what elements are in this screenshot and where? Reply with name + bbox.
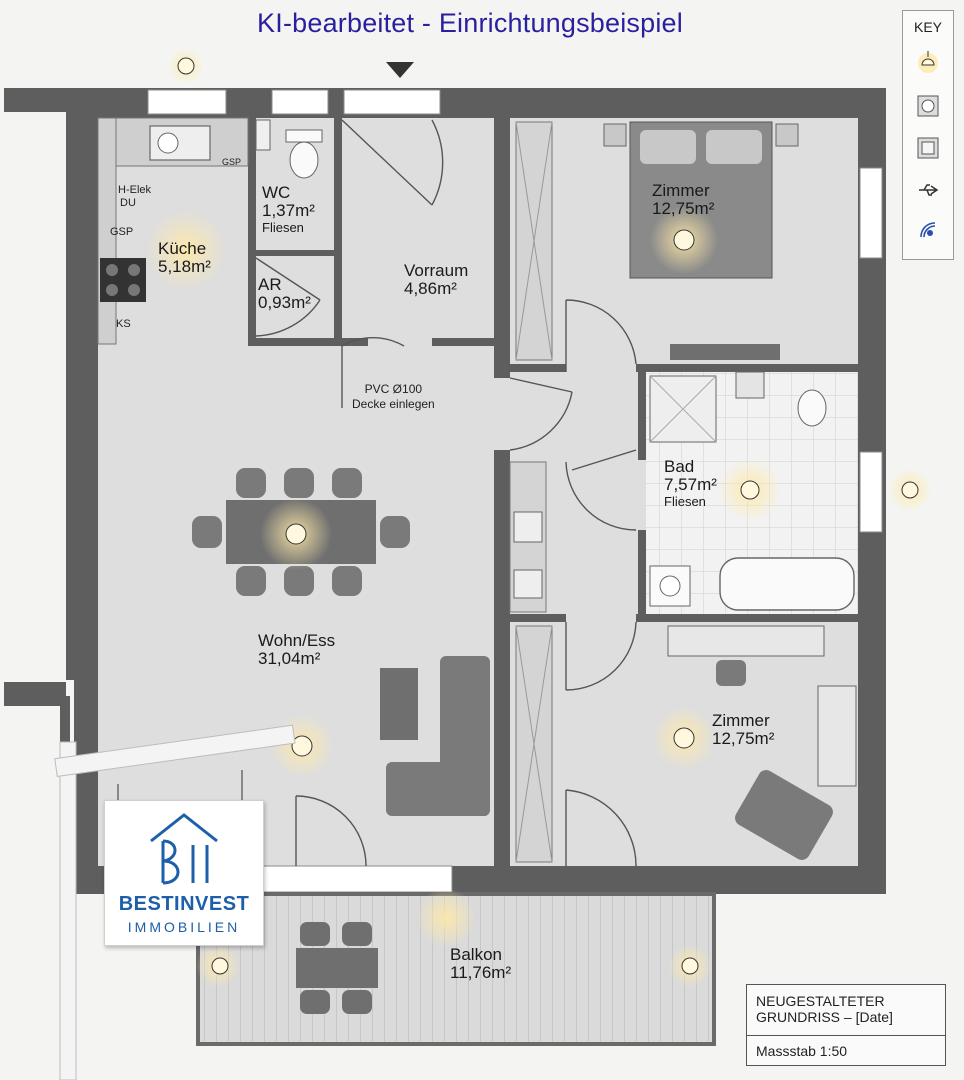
usb-icon bbox=[919, 184, 939, 196]
title-block: NEUGESTALTETER GRUNDRISS – [Date] Massst… bbox=[746, 984, 946, 1066]
kitchen-label-ks: KS bbox=[116, 318, 131, 330]
room-floor: Fliesen bbox=[262, 219, 304, 235]
sofa bbox=[380, 656, 490, 816]
brand-sign: BESTINVEST IMMOBILIEN bbox=[104, 800, 264, 946]
page-title: KI-bearbeitet - Einrichtungsbeispiel bbox=[257, 8, 683, 38]
room-wohn-ess: Wohn/Ess 31,04m² bbox=[258, 631, 336, 669]
bathroom-fixtures bbox=[649, 371, 855, 611]
ventilation-note: PVC Ø100 Decke einlegen bbox=[352, 382, 435, 412]
wc-fixtures bbox=[255, 119, 323, 179]
legend-key: KEY bbox=[902, 10, 954, 260]
title-block-heading: NEUGESTALTETER GRUNDRISS – [Date] bbox=[756, 993, 893, 1025]
door-swings bbox=[255, 119, 637, 867]
room-area: 12,75m² bbox=[652, 199, 715, 219]
hall-cabinet bbox=[509, 461, 547, 613]
room-name: Wohn/Ess bbox=[258, 631, 336, 650]
kitchen-label-gsp: GSP bbox=[110, 226, 134, 238]
room-name: Balkon bbox=[450, 945, 502, 964]
socket-icon bbox=[917, 95, 939, 117]
room-area: 7,57m² bbox=[664, 475, 717, 495]
note-line-1: PVC Ø100 bbox=[364, 382, 423, 396]
lamp-icon bbox=[918, 51, 938, 73]
room-kueche: Küche 5,18m² bbox=[158, 239, 211, 277]
room-name: AR bbox=[258, 275, 282, 294]
title-block-scale: Massstab 1:50 bbox=[756, 1043, 848, 1059]
doorways bbox=[494, 364, 646, 622]
room-name: Küche bbox=[158, 239, 207, 258]
bedroom-2-furniture bbox=[515, 625, 857, 863]
title-block-line-2: GRUNDRISS – [Date] bbox=[756, 1009, 893, 1026]
brand-subtitle: IMMOBILIEN bbox=[127, 919, 241, 935]
room-balkon: Balkon 11,76m² bbox=[450, 945, 512, 983]
room-name: Zimmer bbox=[652, 181, 710, 200]
switch-icon bbox=[917, 137, 939, 159]
title-block-line-1: NEUGESTALTETER bbox=[756, 993, 885, 1009]
kitchen-label-gsp-top: GSP bbox=[222, 157, 242, 167]
room-name: Vorraum bbox=[404, 261, 469, 280]
room-vorraum: Vorraum 4,86m² bbox=[404, 261, 469, 299]
light-fixtures bbox=[146, 48, 932, 988]
room-wc: WC 1,37m² Fliesen bbox=[262, 183, 315, 235]
note-line-2: Decke einlegen bbox=[352, 397, 435, 411]
brand-name: BESTINVEST bbox=[118, 893, 250, 915]
room-area: 1,37m² bbox=[262, 201, 315, 221]
windows bbox=[147, 89, 883, 893]
kitchen-label-du: DU bbox=[120, 197, 136, 209]
room-name: WC bbox=[262, 183, 291, 202]
brand-logo-icon bbox=[150, 813, 218, 885]
sign-post bbox=[54, 724, 296, 1080]
kitchen-label-h-elek: H-Elek bbox=[118, 184, 152, 196]
room-area: 4,86m² bbox=[404, 279, 457, 299]
room-area: 0,93m² bbox=[258, 293, 311, 313]
balcony-furniture bbox=[296, 922, 378, 1014]
key-title: KEY bbox=[913, 19, 942, 35]
room-area: 5,18m² bbox=[158, 257, 211, 277]
room-name: Bad bbox=[664, 457, 695, 476]
room-ar: AR 0,93m² bbox=[258, 275, 311, 313]
room-zimmer-1: Zimmer 12,75m² bbox=[652, 181, 715, 219]
room-area: 12,75m² bbox=[712, 729, 775, 749]
sensor-icon bbox=[920, 222, 936, 238]
room-area: 31,04m² bbox=[258, 649, 321, 669]
room-bad: Bad 7,57m² Fliesen bbox=[664, 457, 717, 509]
title-block-divider bbox=[747, 1035, 945, 1036]
kitchen-counter bbox=[97, 117, 249, 345]
room-floor: Fliesen bbox=[664, 493, 706, 509]
room-zimmer-2: Zimmer 12,75m² bbox=[712, 711, 775, 749]
room-area: 11,76m² bbox=[450, 963, 512, 983]
room-name: Zimmer bbox=[712, 711, 770, 730]
